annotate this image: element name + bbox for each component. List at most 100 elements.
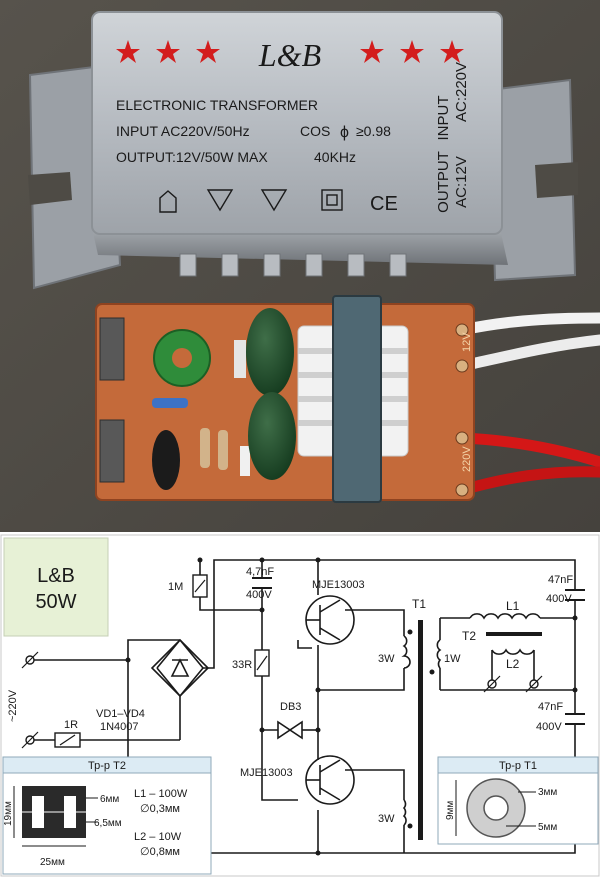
winding-3w-bottom <box>402 799 407 826</box>
dot <box>429 669 435 675</box>
slash <box>194 579 206 593</box>
ce-mark: CE <box>370 193 398 215</box>
indoor-use-icon <box>159 190 177 213</box>
module-freq: 40KHz <box>314 149 356 165</box>
resistor-blue <box>152 398 188 408</box>
tick <box>525 675 543 693</box>
junction <box>315 557 321 563</box>
junctions <box>125 557 578 856</box>
e-core-drawing <box>22 786 86 838</box>
t1-core <box>418 620 423 840</box>
terminal <box>389 253 407 277</box>
module-line3: OUTPUT:12V/50W MAX <box>116 149 268 165</box>
side-text: INPUT AC:220V OUTPUT AC:12V <box>435 62 470 213</box>
label-mains: ~220V <box>7 689 19 722</box>
diode <box>234 340 246 378</box>
label-400v-top: 400V <box>546 593 572 605</box>
diode-symbol <box>170 658 190 677</box>
input-wires-red <box>456 432 600 496</box>
red-wire <box>456 466 600 496</box>
t1-box-header <box>437 756 599 774</box>
wire <box>318 559 576 590</box>
dot <box>407 823 413 829</box>
module-line1: ELECTRONIC TRANSFORMER <box>116 97 318 113</box>
label-400v-bottom: 400V <box>536 721 562 733</box>
transistor-bottom <box>305 755 355 805</box>
title-box <box>3 537 109 637</box>
film-capacitor <box>246 308 294 396</box>
tick <box>21 651 39 669</box>
bridge-rectifier <box>150 638 210 698</box>
winding-3w-top <box>401 635 411 669</box>
label-47nf-top: 47nF <box>548 574 573 586</box>
tick <box>483 675 501 693</box>
module-label-plate <box>91 11 503 235</box>
wire <box>261 730 298 801</box>
star-icon <box>196 40 220 63</box>
l2-lead <box>491 650 535 680</box>
junction <box>259 727 265 733</box>
star-icon <box>400 40 424 63</box>
red-wire <box>456 432 600 468</box>
junction <box>315 727 321 733</box>
winding-l1 <box>469 613 541 620</box>
junction <box>197 557 203 563</box>
label-400v-small: 400V <box>246 589 272 601</box>
label-db3: DB3 <box>280 701 301 713</box>
label-47nf-small: 4,7nF <box>246 566 274 578</box>
stars-left <box>116 40 220 63</box>
label-vd-part: 1N4007 <box>100 721 139 733</box>
pcb-left-terminals <box>99 317 125 483</box>
t1-box-header-text: Тр-р Т1 <box>499 760 537 772</box>
junction <box>259 607 265 613</box>
wire <box>30 639 180 661</box>
toroid-drawing <box>466 778 526 838</box>
pcb-label-12v: 12V <box>461 332 473 352</box>
winding-dots <box>407 629 435 829</box>
right-bracket-slot <box>535 162 578 198</box>
module-cos: COS <box>300 123 330 139</box>
ntc-disk <box>152 430 180 490</box>
label-l1: L1 <box>506 599 520 613</box>
left-bracket-slot <box>28 172 72 205</box>
junction <box>572 687 578 693</box>
wire <box>297 640 312 649</box>
terminal-ticks <box>21 651 39 749</box>
resistor <box>200 428 210 468</box>
wire <box>318 668 405 691</box>
transformer-t2 <box>469 613 541 680</box>
transistor-lead <box>319 627 341 641</box>
t1-dim-5: 5мм <box>538 822 557 833</box>
label-vd: VD1–VD4 <box>96 708 145 720</box>
module-line2: INPUT AC220V/50Hz <box>116 123 250 139</box>
t2-l2-wire: ∅0,8мм <box>140 846 180 858</box>
t2-box-header <box>2 756 212 774</box>
m-triangle-icon <box>206 189 234 212</box>
pcb-terminal-block <box>99 317 125 381</box>
resistor <box>218 430 228 470</box>
pad <box>455 359 469 373</box>
stars-right <box>360 40 464 63</box>
tick <box>21 731 39 749</box>
m-triangle-icon <box>260 189 288 212</box>
diac-db3 <box>277 720 303 740</box>
star-icon <box>360 40 384 63</box>
t2-dim-6: 6мм <box>100 794 119 805</box>
toroid-inner <box>483 795 509 821</box>
t2-l1-turns: L1 – 100W <box>134 788 188 800</box>
label-33r: 33R <box>232 659 252 671</box>
t2-l1-wire: ∅0,3мм <box>140 803 180 815</box>
wire <box>203 559 319 669</box>
label-3w-bottom: 3W <box>378 813 395 825</box>
diac-triangle <box>277 720 292 740</box>
junction <box>572 615 578 621</box>
transistor-lead <box>319 599 341 613</box>
schematic-title-2: 50W <box>35 591 76 613</box>
label-t2: T2 <box>462 629 476 643</box>
terminal <box>347 253 365 277</box>
label-1r: 1R <box>64 719 78 731</box>
module-cos-value: ≥0.98 <box>356 123 391 139</box>
star-icon <box>116 40 140 63</box>
label-t1: T1 <box>412 597 426 611</box>
